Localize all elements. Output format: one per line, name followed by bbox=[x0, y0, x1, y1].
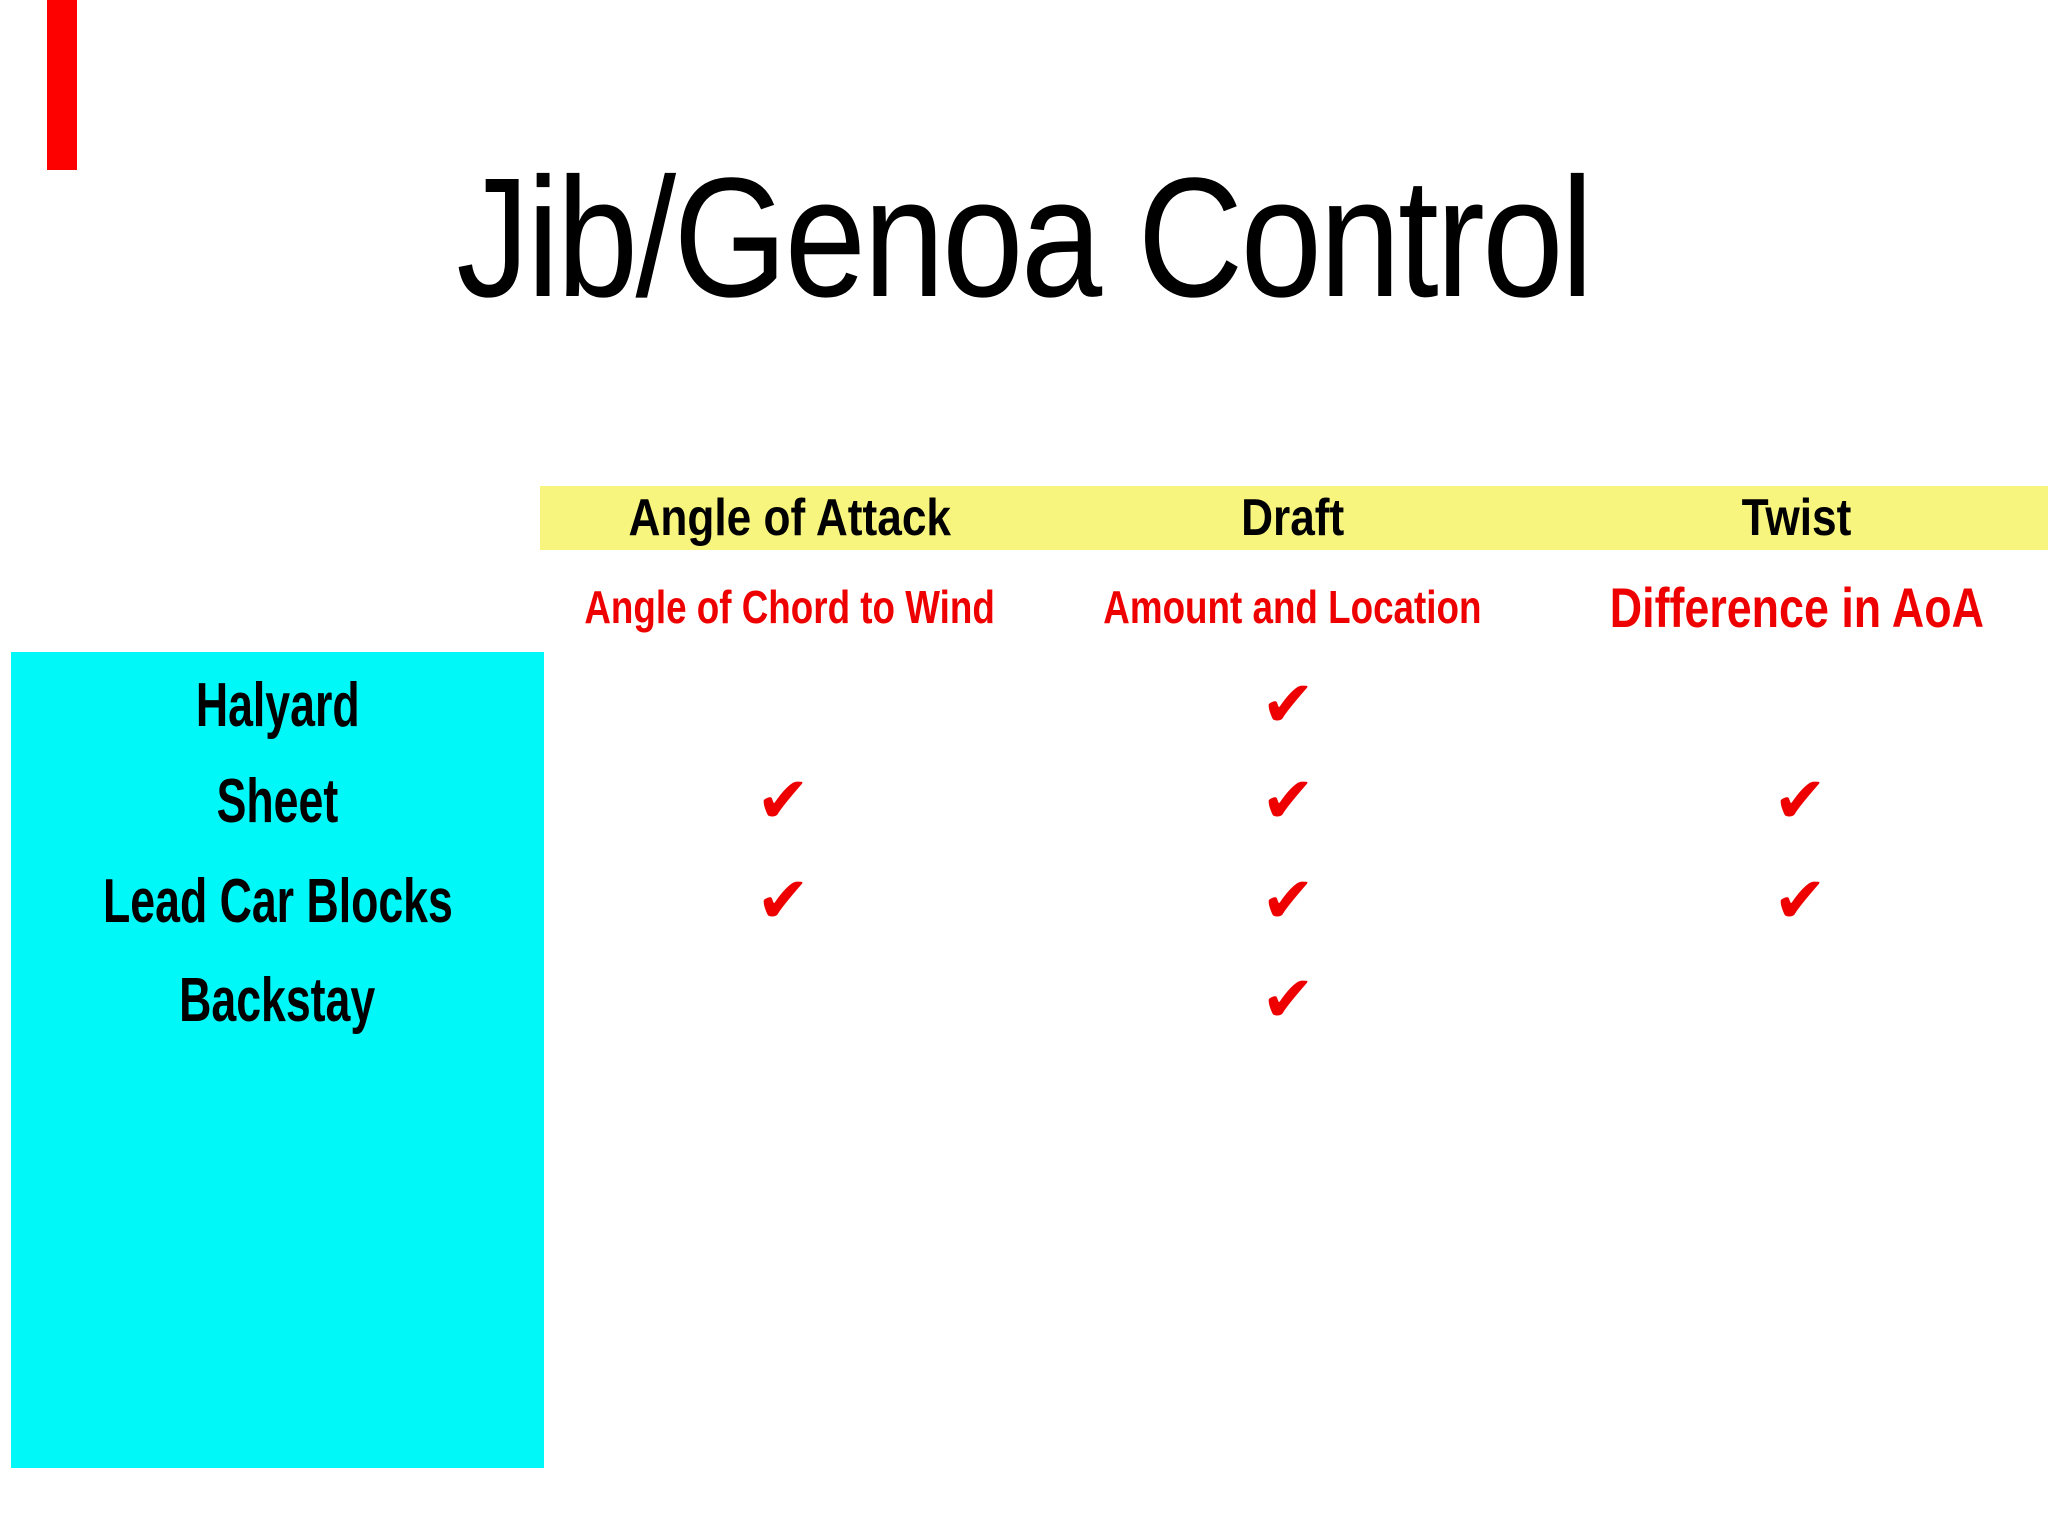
table-header-band: Angle of Attack Draft Twist bbox=[540, 486, 2048, 550]
row-label-halyard: Halyard bbox=[195, 670, 360, 740]
column-header-angle-of-attack: Angle of Attack bbox=[628, 489, 952, 547]
column-header-draft: Draft bbox=[1240, 489, 1345, 547]
check-icon-backstay-draft: ✔ bbox=[1261, 963, 1315, 1037]
subtitle-angle-of-chord-to-wind: Angle of Chord to Wind bbox=[584, 581, 996, 633]
corner-red-marker-bar bbox=[47, 0, 77, 170]
check-icon-lead-car-blocks-twist: ✔ bbox=[1773, 864, 1827, 938]
row-label-sheet: Sheet bbox=[216, 766, 339, 836]
page-title: Jib/Genoa Control bbox=[0, 153, 2048, 323]
row-label-backstay: Backstay bbox=[179, 965, 376, 1035]
check-icon-lead-car-blocks-angle-of-attack: ✔ bbox=[756, 864, 810, 938]
check-icon-sheet-draft: ✔ bbox=[1261, 764, 1315, 838]
row-label-lead-car-blocks: Lead Car Blocks bbox=[102, 866, 453, 936]
check-icon-halyard-draft: ✔ bbox=[1261, 668, 1315, 742]
subtitle-amount-and-location: Amount and Location bbox=[1103, 581, 1482, 633]
subtitle-difference-in-aoa: Difference in AoA bbox=[1609, 575, 1984, 639]
row-label-panel: Halyard Sheet Lead Car Blocks Backstay bbox=[11, 652, 544, 1468]
check-icon-lead-car-blocks-draft: ✔ bbox=[1261, 864, 1315, 938]
page-title-text: Jib/Genoa Control bbox=[456, 143, 1594, 333]
check-icon-sheet-angle-of-attack: ✔ bbox=[756, 764, 810, 838]
check-icon-sheet-twist: ✔ bbox=[1773, 764, 1827, 838]
column-subtitle-row: Angle of Chord to Wind Amount and Locati… bbox=[540, 570, 2048, 644]
column-header-twist: Twist bbox=[1741, 489, 1852, 547]
